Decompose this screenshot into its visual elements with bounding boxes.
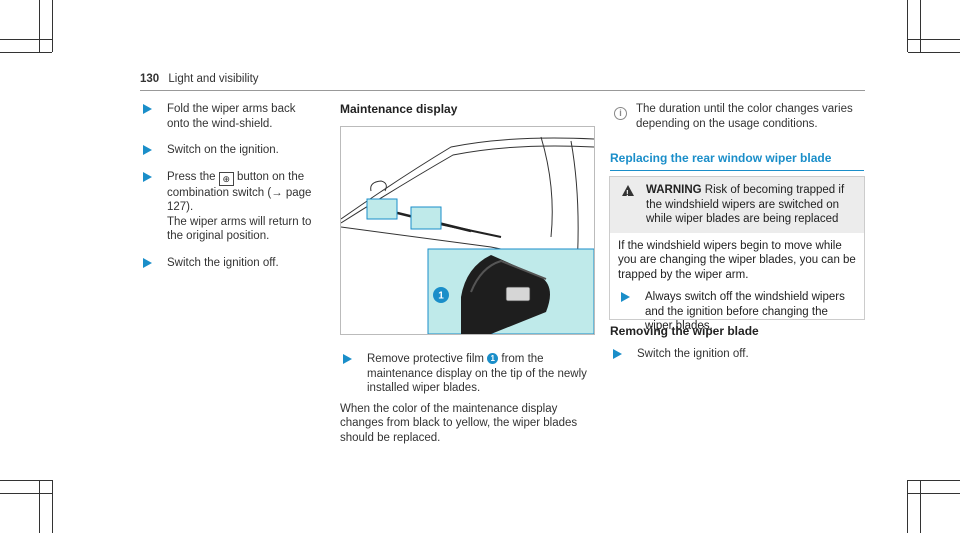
step-press-button: Press the ⊕ button on the combination sw… bbox=[140, 170, 320, 244]
crop-mark bbox=[0, 52, 52, 53]
step-arrow-icon bbox=[621, 292, 630, 302]
step-fold-wipers: Fold the wiper arms back onto the wind-s… bbox=[140, 102, 320, 131]
crop-mark bbox=[39, 480, 40, 533]
step-remove-film: Remove protective film 1 from the mainte… bbox=[340, 352, 595, 396]
crop-mark bbox=[908, 39, 960, 40]
step-arrow-icon bbox=[143, 104, 152, 114]
section-heading: Replacing the rear window wiper blade bbox=[610, 151, 832, 165]
crop-mark bbox=[920, 480, 921, 533]
step-text: Fold the wiper arms back onto the wind-s… bbox=[167, 103, 296, 130]
windshield-wiper-drawing: 1 bbox=[341, 136, 594, 334]
step-text: from the maintenance display on the tip … bbox=[367, 353, 587, 394]
crop-mark bbox=[52, 480, 53, 533]
warning-box: WARNING Risk of becoming trapped if the … bbox=[609, 176, 865, 332]
step-arrow-icon bbox=[613, 348, 622, 359]
warning-title: WARNING bbox=[646, 184, 702, 196]
step-ignition-off-2: Switch the ignition off. bbox=[610, 347, 864, 362]
crop-mark bbox=[0, 493, 52, 494]
crop-mark bbox=[0, 39, 52, 40]
maintenance-paragraph: When the color of the maintenance displa… bbox=[340, 402, 578, 444]
warning-head-text: Risk of becoming trapped if the windshie… bbox=[646, 184, 845, 225]
step-arrow-icon bbox=[143, 257, 152, 268]
step-result-text: The wiper arms will return to the origin… bbox=[167, 215, 312, 243]
crop-mark bbox=[0, 480, 52, 481]
step-text: Always switch off the windshield wipers … bbox=[645, 291, 845, 332]
column-right: The duration until the color changes var… bbox=[636, 102, 864, 131]
warning-header: WARNING Risk of becoming trapped if the … bbox=[610, 177, 864, 233]
rear-wiper-section: Replacing the rear window wiper blade bbox=[610, 151, 864, 171]
info-icon: i bbox=[614, 107, 627, 120]
crop-mark bbox=[907, 0, 908, 52]
section-title: Light and visibility bbox=[168, 73, 259, 85]
step-ignition-off: Switch the ignition off. bbox=[140, 256, 320, 271]
step-arrow-icon bbox=[343, 354, 352, 364]
sub-heading: Removing the wiper blade bbox=[610, 324, 759, 338]
page-number: 130 bbox=[140, 73, 160, 85]
info-text: The duration until the color changes var… bbox=[636, 103, 853, 130]
crop-mark bbox=[52, 0, 53, 52]
step-text: Switch the ignition off. bbox=[167, 256, 279, 269]
figure-callout-1: 1 bbox=[438, 291, 444, 302]
step-ignition-on: Switch on the ignition. bbox=[140, 143, 320, 158]
step-text: Switch the ignition off. bbox=[637, 347, 749, 360]
crop-mark bbox=[39, 0, 40, 52]
step-arrow-icon bbox=[143, 145, 152, 155]
callout-badge: 1 bbox=[487, 353, 499, 364]
header-rule bbox=[140, 90, 865, 91]
crop-mark bbox=[908, 480, 960, 481]
crop-mark bbox=[908, 52, 960, 53]
warning-step: Always switch off the windshield wipers … bbox=[618, 290, 856, 334]
crop-mark bbox=[920, 0, 921, 52]
section-heading-rule bbox=[610, 169, 864, 171]
removing-section: Removing the wiper blade Switch the igni… bbox=[610, 324, 864, 361]
crop-mark bbox=[908, 493, 960, 494]
column-left: Fold the wiper arms back onto the wind-s… bbox=[140, 102, 320, 270]
wiper-button-icon: ⊕ bbox=[218, 171, 234, 186]
warning-triangle-icon bbox=[622, 185, 634, 202]
column-middle-text: Remove protective film 1 from the mainte… bbox=[340, 352, 595, 445]
step-text: Remove protective film bbox=[367, 353, 484, 365]
step-text: Press the bbox=[167, 170, 216, 183]
maintenance-display-heading: Maintenance display bbox=[340, 102, 458, 116]
step-arrow-icon bbox=[143, 171, 152, 182]
wiper-illustration: 1 bbox=[340, 126, 595, 335]
column-middle: Maintenance display bbox=[340, 102, 595, 117]
page-header: 130 Light and visibility bbox=[140, 73, 259, 85]
warning-body-text: If the windshield wipers begin to move w… bbox=[618, 239, 856, 281]
crop-mark bbox=[907, 480, 908, 533]
step-text: Switch on the ignition. bbox=[167, 144, 279, 156]
step-text: button on the combination switch (→ page… bbox=[167, 170, 312, 214]
warning-body: If the windshield wipers begin to move w… bbox=[610, 233, 864, 334]
